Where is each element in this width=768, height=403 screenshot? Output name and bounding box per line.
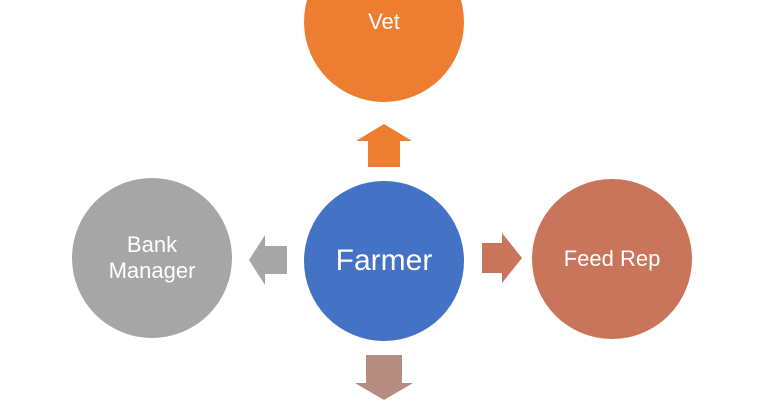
arrow-left-shape <box>249 235 287 285</box>
node-vet: Vet <box>304 0 464 102</box>
arrow-up-shape <box>356 124 412 167</box>
node-bank-manager: Bank Manager <box>72 178 232 338</box>
node-bank-manager-label: Bank Manager <box>108 232 196 283</box>
arrow-down-icon <box>355 355 413 400</box>
node-farmer: Farmer <box>304 181 464 341</box>
node-farmer-label: Farmer <box>335 244 433 277</box>
arrow-left-icon <box>249 235 287 285</box>
arrow-down-shape <box>355 355 413 400</box>
arrow-right-shape <box>482 233 522 283</box>
arrow-right-icon <box>482 233 522 283</box>
arrow-up-icon <box>356 124 412 167</box>
node-vet-label: Vet <box>368 9 400 34</box>
node-feed-rep: Feed Rep <box>532 179 692 339</box>
node-feed-rep-label: Feed Rep <box>563 246 661 271</box>
